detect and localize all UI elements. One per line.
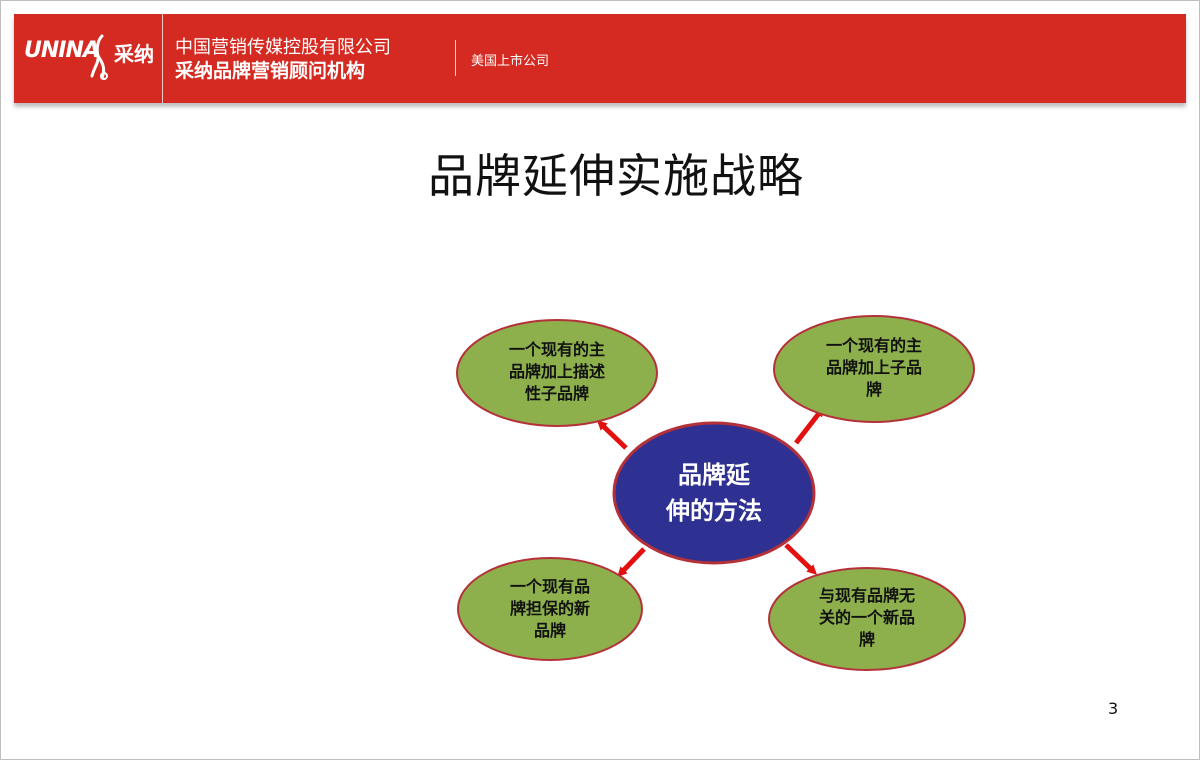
node-label-4: 与现有品牌无关的一个新品牌: [791, 585, 943, 651]
node-label-2: 一个现有的主品牌加上子品牌: [794, 335, 954, 401]
node-label-3: 一个现有品牌担保的新品牌: [478, 576, 622, 642]
node-label-line: 品牌加上描述: [508, 362, 605, 381]
node-ellipse-3: [457, 557, 643, 661]
node-label-line: 牌: [858, 630, 875, 649]
logo-chinese-text: 采纳: [114, 42, 154, 66]
center-node-label: 品牌延 伸的方法: [624, 457, 804, 529]
header-banner: UNINA 采纳 中国营销传媒控股有限公司 采纳品牌营销顾问机构 美国上市公司: [14, 14, 1186, 103]
running-figure-icon: [90, 34, 108, 80]
center-label-line1: 品牌延: [678, 461, 750, 489]
company-name-line2: 采纳品牌营销顾问机构: [175, 60, 366, 82]
page-number: 3: [1108, 699, 1119, 718]
node-label-line: 品牌加上子品: [825, 358, 922, 377]
node-ellipse-2: [773, 315, 975, 423]
node-group: [456, 315, 975, 671]
arrow-4: [784, 543, 818, 575]
arrow-group: [596, 406, 825, 578]
node-label-line: 关的一个新品: [818, 608, 915, 627]
center-label-line2: 伸的方法: [666, 497, 762, 525]
listed-company-label: 美国上市公司: [471, 54, 550, 69]
company-name-line1: 中国营销传媒控股有限公司: [175, 37, 391, 58]
node-label-line: 与现有品牌无: [818, 586, 915, 605]
node-ellipse-4: [768, 567, 966, 671]
arrow-3: [617, 547, 646, 578]
arrow-1: [596, 420, 628, 450]
node-label-line: 性子品牌: [524, 384, 589, 403]
node-label-line: 一个现有的主: [508, 340, 605, 359]
header-divider: [162, 14, 163, 103]
node-label-line: 牌担保的新: [509, 599, 590, 618]
center-node-ellipse: [612, 421, 816, 565]
company-logo: UNINA 采纳: [22, 32, 158, 86]
logo-latin-text: UNINA: [24, 38, 100, 63]
node-ellipse-1: [456, 319, 658, 427]
node-label-line: 牌: [865, 380, 882, 399]
arrow-2: [794, 406, 825, 445]
slide-title: 品牌延伸实施战略: [428, 149, 804, 203]
node-label-line: 品牌: [533, 621, 566, 640]
header-divider-small: [455, 40, 456, 76]
node-label-line: 一个现有的主: [825, 336, 922, 355]
node-label-line: 一个现有品: [509, 577, 590, 596]
node-label-1: 一个现有的主品牌加上描述性子品牌: [477, 339, 637, 405]
